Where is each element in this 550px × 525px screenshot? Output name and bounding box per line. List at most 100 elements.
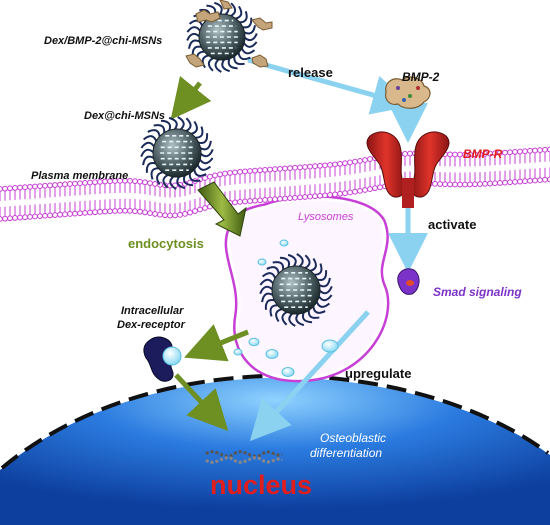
lipid-head: [202, 175, 208, 181]
lipid-head: [512, 149, 518, 155]
lipid-head: [27, 213, 33, 220]
lipid-head: [407, 150, 413, 157]
lipid-head: [7, 215, 13, 222]
upregulate-arrow: [249, 310, 370, 442]
chitosan-strand: [186, 32, 201, 41]
chitosan-strand: [142, 135, 158, 143]
lipid-head: [137, 208, 143, 215]
lipid-head: [237, 198, 243, 205]
lipid-head: [262, 197, 268, 203]
lipid-head: [167, 212, 173, 219]
label-nucleus: nucleus: [210, 470, 313, 500]
label-release: release: [288, 65, 333, 80]
lipid-head: [12, 185, 18, 191]
dex-vesicle: [281, 367, 295, 377]
label-bmp2: BMP-2: [402, 70, 440, 84]
lipid-head: [342, 190, 348, 197]
lipid-head: [37, 183, 43, 190]
label-bmp-receptor: BMP-R: [463, 147, 503, 161]
lipid-head: [437, 181, 443, 187]
lipid-head: [467, 181, 473, 188]
lipid-head: [82, 209, 88, 216]
lipid-head: [517, 178, 523, 185]
lipid-head: [317, 162, 323, 169]
lipid-head: [497, 180, 503, 186]
lipid-head: [127, 177, 133, 184]
label-dex-bmp-nanoparticle: Dex/BMP-2@chi-MSNs: [44, 35, 163, 47]
lipid-head: [127, 207, 133, 214]
lipid-head: [272, 196, 278, 203]
lipid-head: [217, 171, 223, 178]
dex-receptor-shape: [143, 336, 182, 382]
lipid-head: [347, 159, 353, 166]
chitosan-strand: [184, 117, 192, 133]
chitosan-strand: [140, 148, 155, 158]
lipid-head: [157, 211, 163, 218]
plasma-membrane-bilayer: [0, 146, 550, 222]
chitosan-strand: [207, 56, 215, 72]
lipid-head: [132, 208, 138, 215]
chitosan-strand: [242, 41, 258, 48]
lipid-head: [147, 210, 153, 216]
lipid-head: [502, 179, 508, 186]
lipid-head: [282, 195, 288, 202]
dex-vesicle: [233, 348, 243, 356]
lipid-head: [112, 208, 118, 214]
endocytosis-arrow: [197, 181, 247, 237]
lipid-head: [367, 186, 373, 192]
chitosan-strand: [186, 26, 202, 33]
lipid-head: [482, 180, 488, 187]
lipid-head: [287, 165, 293, 172]
lipid-head: [57, 211, 63, 218]
lipid-head: [352, 188, 358, 195]
lipid-head: [232, 169, 238, 176]
lipid-head: [277, 165, 283, 172]
lipid-head: [32, 213, 38, 220]
lipid-head: [67, 211, 73, 217]
lipid-head: [152, 181, 158, 187]
lipid-head: [357, 187, 363, 194]
lipid-head: [52, 212, 58, 218]
lipid-head: [317, 192, 323, 199]
lipid-head: [67, 181, 73, 187]
lipid-head: [7, 185, 13, 192]
nuclear-envelope: [0, 373, 550, 470]
lipid-head: [447, 181, 453, 188]
dex-vesicle: [248, 337, 260, 347]
lipid-head: [22, 214, 28, 221]
lipid-head: [477, 181, 483, 187]
lipid-head: [102, 208, 108, 215]
lipid-head: [362, 187, 368, 193]
lipid-head: [87, 209, 93, 216]
lipid-head: [302, 164, 308, 170]
lipid-head: [307, 163, 313, 170]
lipid-head: [222, 170, 228, 177]
lipid-head: [282, 165, 288, 172]
lipid-head: [97, 208, 103, 215]
lipid-head: [452, 181, 458, 188]
lipid-head: [17, 184, 23, 191]
label-differentiation: differentiation: [310, 446, 383, 460]
lipid-head: [402, 150, 408, 157]
lipid-head: [277, 195, 283, 202]
lipid-head: [292, 164, 298, 171]
chitosan-strand: [198, 157, 214, 165]
lipid-head: [507, 149, 513, 156]
lipid-head: [502, 149, 508, 156]
lipid-head: [12, 215, 18, 221]
lipid-head: [337, 160, 343, 167]
lipid-head: [527, 147, 533, 154]
lipid-head: [347, 189, 353, 196]
lipid-head: [522, 178, 528, 185]
lipid-head: [187, 209, 193, 216]
lipid-head: [432, 180, 438, 187]
label-intracellular: Intracellular: [121, 305, 184, 317]
label-endocytosis: endocytosis: [128, 236, 204, 251]
lipid-head: [37, 213, 43, 220]
lipid-head: [42, 212, 48, 219]
lipid-head: [152, 211, 158, 217]
lipid-head: [197, 206, 203, 213]
lipid-head: [457, 181, 463, 188]
lipid-head: [287, 195, 293, 202]
